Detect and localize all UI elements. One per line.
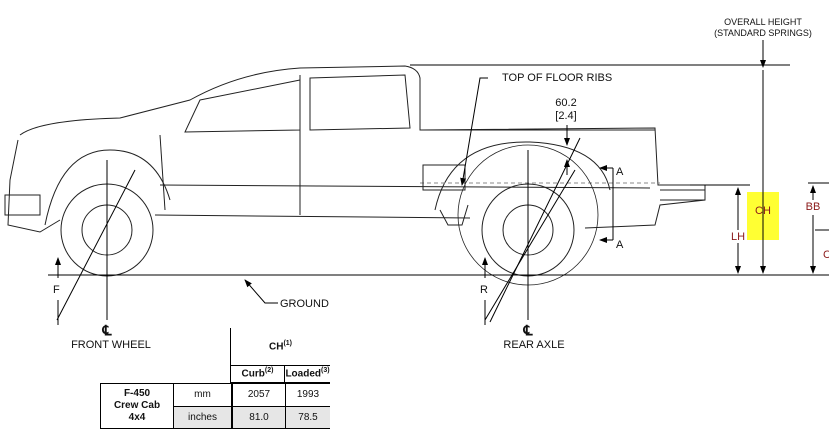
unit-cell: mm: [173, 383, 233, 407]
overall-height-sublabel: (STANDARD SPRINGS): [714, 28, 812, 38]
ch-label: CH: [755, 205, 771, 217]
rear-centerline-symbol: ℄: [523, 322, 534, 338]
top-of-floor-ribs-label: TOP OF FLOOR RIBS: [502, 72, 612, 84]
truck-outline: [4, 65, 706, 233]
section-a-bottom: A: [616, 239, 624, 251]
curb-value: 2057: [231, 383, 286, 407]
column-loaded: Loaded(3): [284, 364, 330, 383]
f-label: F: [53, 284, 60, 296]
ground-label: GROUND: [280, 298, 329, 310]
loaded-value: 1993: [285, 383, 330, 407]
r-label: R: [480, 284, 488, 296]
rear-axle-label: REAR AXLE: [503, 339, 564, 351]
cut-off-label: C: [823, 249, 829, 261]
unit-cell: inches: [173, 405, 233, 429]
loaded-value: 78.5: [285, 405, 330, 429]
front-centerline-symbol: ℄: [102, 322, 113, 338]
curb-value: 81.0: [231, 405, 286, 429]
rib-dimension-in: [2.4]: [555, 110, 576, 122]
ch-header-table: CH(1) Curb(2) Loaded(3): [230, 328, 330, 383]
lh-label: LH: [731, 231, 745, 243]
table-row: inches 81.0 78.5: [101, 405, 330, 429]
front-wheel-label: FRONT WHEEL: [71, 339, 151, 351]
centerlines: [56, 137, 581, 323]
column-curb: Curb(2): [230, 364, 285, 383]
rib-dimension-mm: 60.2: [555, 97, 576, 109]
section-a-top: A: [616, 166, 624, 178]
bb-label: BB: [806, 201, 821, 213]
overall-height-label: OVERALL HEIGHT: [724, 17, 802, 27]
ch-header: CH(1): [230, 328, 330, 366]
